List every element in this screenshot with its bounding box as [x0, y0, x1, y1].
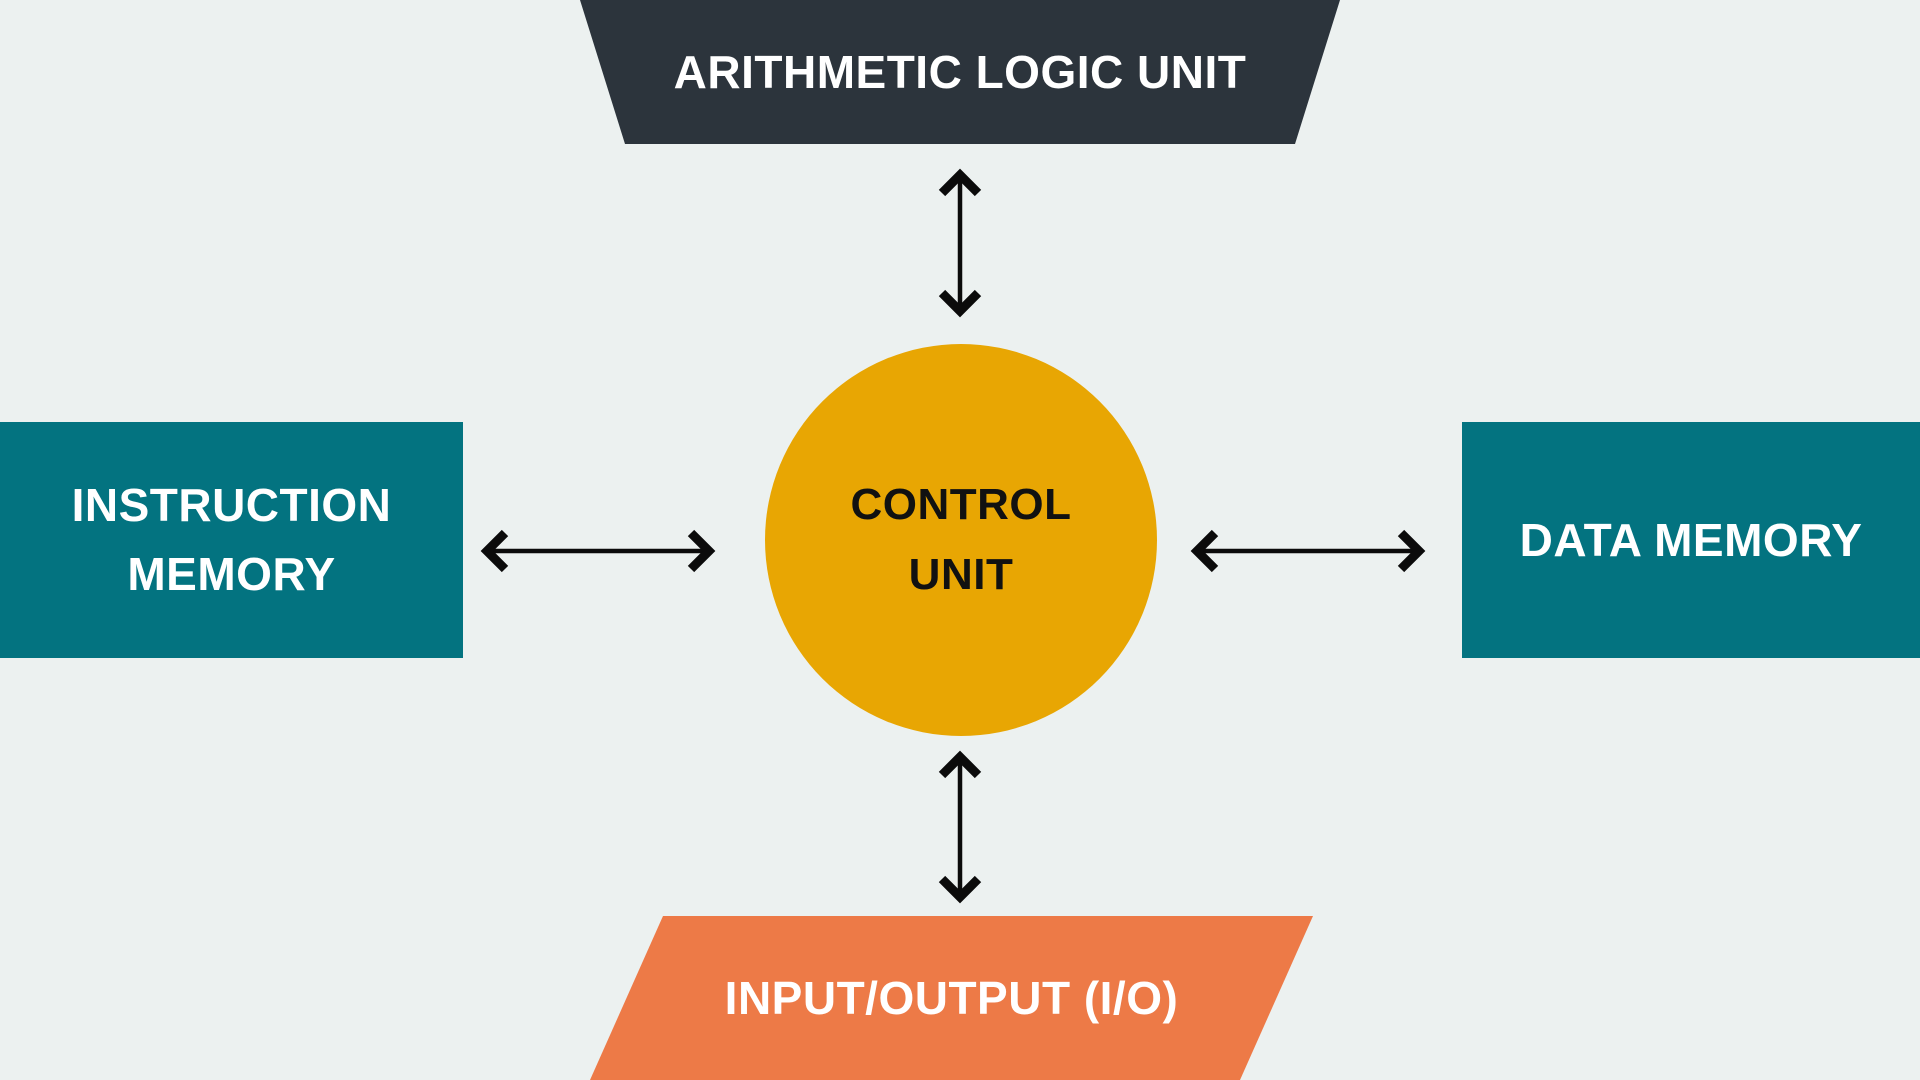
arrow-control-to-alu [938, 168, 982, 318]
alu-node: ARITHMETIC LOGIC UNIT [580, 0, 1340, 144]
instruction-memory-node: INSTRUCTION MEMORY [0, 422, 463, 658]
control-unit-label-line1: CONTROL [850, 479, 1072, 529]
arrow-control-to-instruction-memory [480, 529, 716, 573]
data-memory-label: DATA MEMORY [1519, 513, 1863, 566]
instruction-memory-label-line1: INSTRUCTION [71, 479, 392, 531]
io-node: INPUT/OUTPUT (I/O) [590, 916, 1313, 1080]
data-memory-node: DATA MEMORY [1462, 422, 1920, 658]
control-unit-node: CONTROL UNIT [765, 344, 1157, 736]
arrow-control-to-io [938, 750, 982, 904]
alu-label: ARITHMETIC LOGIC UNIT [673, 46, 1247, 98]
control-unit-label-line2: UNIT [908, 550, 1014, 599]
io-label: INPUT/OUTPUT (I/O) [724, 972, 1179, 1024]
arrow-control-to-data-memory [1190, 529, 1426, 573]
instruction-memory-label-line2: MEMORY [127, 548, 336, 600]
